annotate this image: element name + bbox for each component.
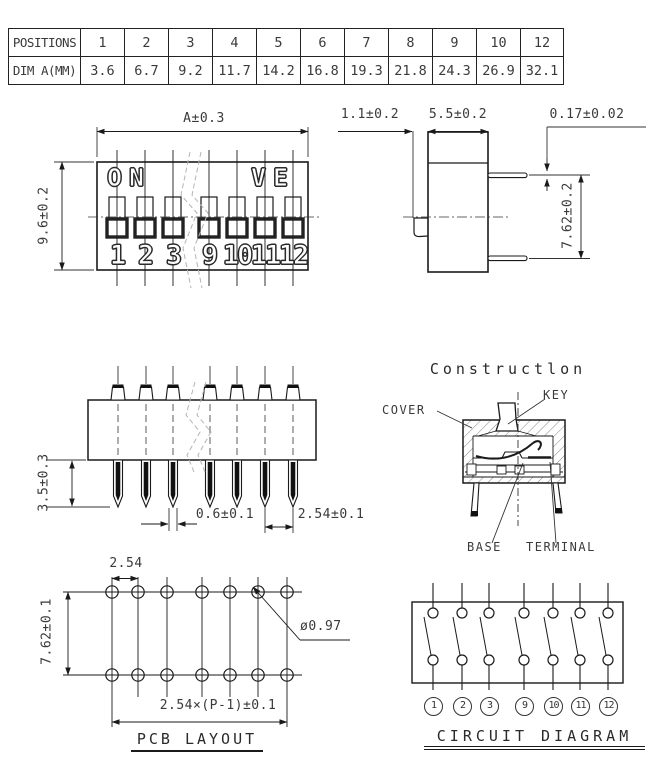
table-cell: 11.7 xyxy=(212,56,257,85)
on-marking: ON xyxy=(106,163,152,192)
bottom-view-drawing xyxy=(46,366,317,533)
front-width-dim-label: A±0.3 xyxy=(183,111,225,126)
table-cell: 10 xyxy=(476,28,521,57)
pin-length-dim-label: 3.5±0.3 xyxy=(36,453,52,512)
table-cell: 3.6 xyxy=(80,56,125,85)
table-row-positions: POSITIONS 1 2 3 4 5 6 7 8 9 10 12 xyxy=(8,28,564,57)
terminal-number: 1 xyxy=(424,697,443,716)
table-cell: 16.8 xyxy=(300,56,345,85)
pcb-layout-drawing xyxy=(63,575,350,727)
table-cell: 8 xyxy=(388,28,433,57)
ve-marking: VE xyxy=(250,163,296,192)
table-cell: 14.2 xyxy=(256,56,301,85)
switch-number: 2 xyxy=(137,239,154,271)
switch-number: 12 xyxy=(278,239,310,271)
terminal-number: 9 xyxy=(515,697,534,716)
table-cell: 6 xyxy=(300,28,345,57)
table-cell: 24.3 xyxy=(432,56,477,85)
pin-width-dim-label: 0.6±0.1 xyxy=(195,507,255,522)
row-spacing-dim-label: 7.62±0.1 xyxy=(39,598,55,665)
terminal-number: 3 xyxy=(480,697,499,716)
side-terminal-row-dim-label: 7.62±0.2 xyxy=(560,182,576,249)
total-span-dim-label: 2.54×(P-1)±0.1 xyxy=(159,698,277,713)
table-cell: 3 xyxy=(168,28,213,57)
terminal-label: TERMINAL xyxy=(526,540,596,554)
table-cell: 9.2 xyxy=(168,56,213,85)
table-cell: 21.8 xyxy=(388,56,433,85)
table-row-label: POSITIONS xyxy=(8,28,81,57)
table-cell: 19.3 xyxy=(344,56,389,85)
terminal-number: 10 xyxy=(544,697,563,716)
table-cell: 6.7 xyxy=(124,56,169,85)
table-cell: 2 xyxy=(124,28,169,57)
construction-title: Constructlon xyxy=(429,360,587,378)
terminal-number: 2 xyxy=(453,697,472,716)
table-cell: 26.9 xyxy=(476,56,521,85)
switch-number: 11 xyxy=(250,239,282,271)
table-cell: 32.1 xyxy=(520,56,564,85)
switch-number: 3 xyxy=(165,239,182,271)
cover-label: COVER xyxy=(382,403,426,417)
key-label: KEY xyxy=(543,388,570,402)
circuit-diagram-title: CIRCUIT DIAGRAM xyxy=(424,727,645,750)
hole-pitch-dim-label: 2.54 xyxy=(109,556,143,571)
switch-number: 10 xyxy=(222,239,254,271)
side-key-offset-dim-label: 1.1±0.2 xyxy=(340,107,400,122)
table-cell: 5 xyxy=(256,28,301,57)
pin-pitch-dim-label: 2.54±0.1 xyxy=(297,507,365,522)
side-terminal-thickness-dim-label: 0.17±0.02 xyxy=(549,107,625,122)
front-view-drawing xyxy=(54,127,322,289)
terminal-number: 11 xyxy=(571,697,590,716)
positions-dimension-table: POSITIONS 1 2 3 4 5 6 7 8 9 10 12 DIM A(… xyxy=(8,28,564,85)
circuit-diagram-drawing xyxy=(411,583,624,690)
side-depth-dim-label: 5.5±0.2 xyxy=(428,107,488,122)
hole-diameter-dim-label: ø0.97 xyxy=(300,619,342,634)
pcb-layout-title: PCB LAYOUT xyxy=(131,730,263,752)
table-cell: 1 xyxy=(80,28,125,57)
table-cell: 7 xyxy=(344,28,389,57)
side-view-drawing xyxy=(338,126,646,273)
table-row-dims: DIM A(MM) 3.6 6.7 9.2 11.7 14.2 16.8 19.… xyxy=(8,56,564,85)
switch-number: 1 xyxy=(109,239,126,271)
front-height-dim-label: 9.6±0.2 xyxy=(36,186,52,245)
table-cell: 12 xyxy=(520,28,564,57)
construction-drawing xyxy=(436,392,566,544)
table-row-label: DIM A(MM) xyxy=(8,56,81,85)
base-label: BASE xyxy=(467,540,502,554)
terminal-number: 12 xyxy=(599,697,618,716)
table-cell: 9 xyxy=(432,28,477,57)
switch-number: 9 xyxy=(201,239,218,271)
table-cell: 4 xyxy=(212,28,257,57)
